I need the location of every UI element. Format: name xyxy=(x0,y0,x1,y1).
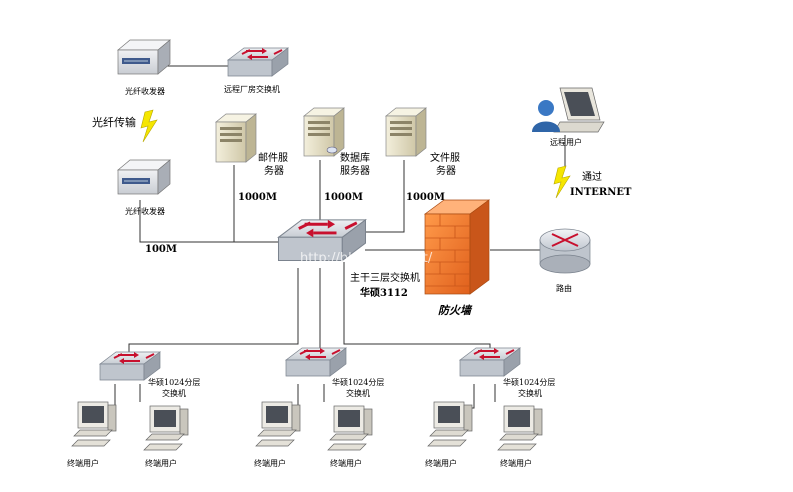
terminal-1: 终端用户 xyxy=(67,401,117,468)
speed-fiber-label: 100M xyxy=(145,244,177,255)
mail-server-label-2: 务器 xyxy=(264,164,284,177)
fiber-link-label: 光纤传输 xyxy=(92,115,136,129)
speed-db-label: 1000M xyxy=(324,192,363,203)
terminal-3-label: 终端用户 xyxy=(254,458,286,468)
db-server-label-2: 服务器 xyxy=(340,164,370,177)
speed-file-label: 1000M xyxy=(406,192,445,203)
speed-mail-label: 1000M xyxy=(238,192,277,203)
internet-label-2: INTERNET xyxy=(570,187,632,198)
core-switch-label-2: 华硕3112 xyxy=(360,286,408,299)
user-icon xyxy=(538,100,554,116)
access-switch-2: 华硕1024分层 交换机 xyxy=(285,347,384,398)
access-switch-1-label-2: 交换机 xyxy=(162,388,186,398)
router: 路由 xyxy=(539,228,591,293)
internet-link: 通过 INTERNET xyxy=(553,165,632,199)
router-label: 路由 xyxy=(556,283,572,293)
database-server: 数据库 服务器 1000M xyxy=(303,107,370,203)
terminal-4-label: 终端用户 xyxy=(330,458,362,468)
access-switch-1-label-1: 华硕1024分层 xyxy=(148,377,200,387)
access-switch-1: 华硕1024分层 交换机 xyxy=(99,351,200,398)
access-switch-2-label-1: 华硕1024分层 xyxy=(332,377,384,387)
terminal-5-label: 终端用户 xyxy=(425,458,457,468)
access-switch-3-label-1: 华硕1024分层 xyxy=(503,377,555,387)
terminal-2: 终端用户 xyxy=(143,405,189,468)
terminal-4: 终端用户 xyxy=(327,405,373,468)
access-switch-3-label-2: 交换机 xyxy=(518,388,542,398)
mail-server: 邮件服 务器 1000M xyxy=(215,113,288,203)
watermark: http://blog.csdn.net/ xyxy=(300,251,433,266)
fiber-bottom-label: 光纤收发器 xyxy=(125,206,165,216)
terminal-1-label: 终端用户 xyxy=(67,458,99,468)
core-switch: 主干三层交换机 华硕3112 xyxy=(277,218,420,299)
fiber-transceiver-bottom: 光纤收发器 100M xyxy=(117,159,177,255)
file-server-label-2: 务器 xyxy=(436,164,456,177)
remote-factory-switch: 远程厂房交换机 xyxy=(224,47,289,94)
access-switch-2-label-2: 交换机 xyxy=(346,388,370,398)
terminal-5: 终端用户 xyxy=(425,401,473,468)
remote-user-label: 远程用户 xyxy=(550,137,582,147)
terminal-3: 终端用户 xyxy=(254,401,301,468)
mail-server-label-1: 邮件服 xyxy=(258,151,288,164)
remote-switch-label: 远程厂房交换机 xyxy=(224,84,280,94)
access-switch-3: 华硕1024分层 交换机 xyxy=(459,347,555,398)
firewall: 防火墙 xyxy=(423,199,491,317)
fiber-transceiver-top: 光纤收发器 xyxy=(117,39,171,96)
database-icon xyxy=(326,146,338,154)
terminal-2-label: 终端用户 xyxy=(145,458,177,468)
firewall-label: 防火墙 xyxy=(438,304,473,317)
file-server-label-1: 文件服 xyxy=(430,151,460,164)
file-server: 文件服 务器 1000M xyxy=(385,107,460,203)
terminal-6-label: 终端用户 xyxy=(500,458,532,468)
fiber-link: 光纤传输 xyxy=(92,109,158,143)
remote-user: 远程用户 xyxy=(532,87,605,147)
internet-label-1: 通过 xyxy=(582,170,602,183)
terminal-6: 终端用户 xyxy=(497,405,543,468)
core-switch-label-1: 主干三层交换机 xyxy=(350,271,420,284)
fiber-top-label: 光纤收发器 xyxy=(125,86,165,96)
db-server-label-1: 数据库 xyxy=(340,151,370,164)
